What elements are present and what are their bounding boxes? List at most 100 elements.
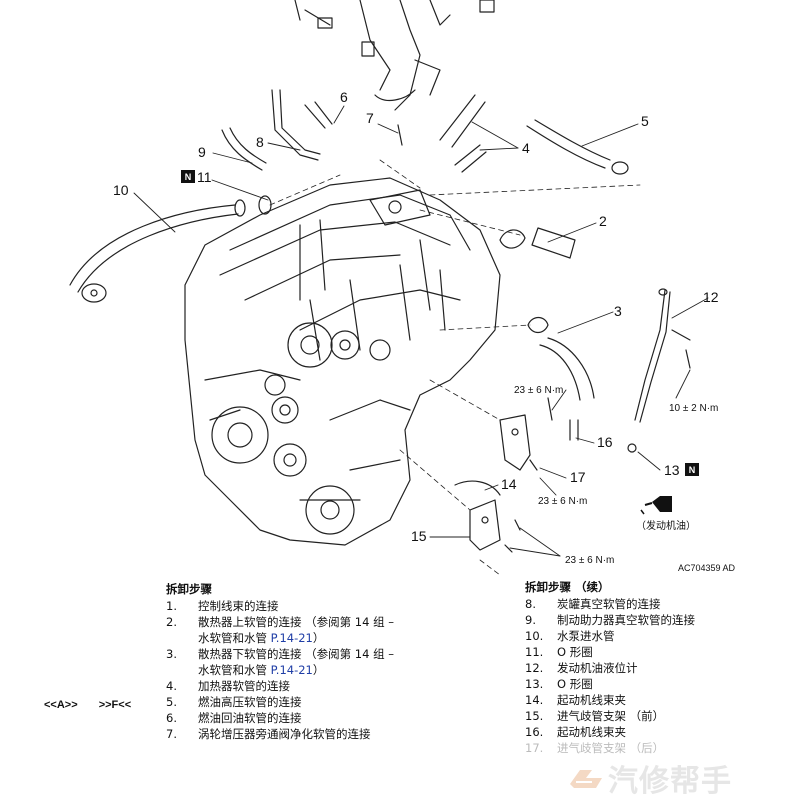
step-label: 控制线束的连接 [198,599,279,613]
callout-6: 6 [340,89,348,105]
step-number: 14. [525,693,544,707]
procedure-title: 拆卸步骤 [166,582,212,596]
step-label: 制动助力器真空软管的连接 [557,613,695,627]
watermark-text: 汽修帮手 [608,764,732,799]
callout-4: 4 [522,140,530,156]
figure-code: AC704359 AD [678,563,736,573]
step-number: 1. [166,599,177,613]
procedure-step: 9.制动助力器真空软管的连接 [525,612,735,628]
callout-3: 3 [614,303,622,319]
oil-can-icon [640,496,672,515]
step-label: 加热器软管的连接 [198,679,290,693]
service-marks: <<A>> >>F<< [44,699,149,711]
step-label-suffix: ） [312,631,325,645]
step-label: 水泵进水管 [557,629,615,643]
callout-10: 10 [113,182,129,198]
callout-17: 17 [570,469,586,485]
step-text: 加热器软管的连接 [198,678,396,694]
torque-spec-1: 23 ± 6 N·m [514,385,563,396]
callout-13: 13 [664,462,680,478]
page-reference-link[interactable]: P.14-21 [270,663,313,677]
procedure-step: 17. 进气歧管支架 （后） [525,740,735,756]
callout-12: 12 [703,289,719,305]
step-text: 燃油回油软管的连接 [198,710,396,726]
procedure-step: 7. 涡轮增压器旁通阀净化软管的连接 [166,726,396,742]
procedure-step: 6. 燃油回油软管的连接 [166,710,396,726]
step-label: 起动机线束夹 [557,725,626,739]
svg-text:N: N [689,465,696,475]
step-label: 发动机油液位计 [557,661,638,675]
step-text: O 形圈 [557,676,735,692]
step-text: 水泵进水管 [557,628,735,644]
step-text: O 形圈 [557,644,735,660]
callout-11: 11 [197,169,212,185]
procedure-step: 4. 加热器软管的连接 [166,678,396,694]
procedure-step: 15. 进气歧管支架 （前） [525,708,735,724]
mark-f: >>F<< [98,699,132,711]
step-number: 11. [525,645,544,659]
step-text: 起动机线束夹 [557,724,735,740]
svg-text:N: N [185,172,192,182]
step-text: 炭罐真空软管的连接 [557,596,735,612]
engine-exploded-diagram: N N 10 11 9 8 6 7 4 5 2 3 12 16 13 17 14… [69,0,736,576]
step-number: 15. [525,709,544,723]
step-label: 涡轮增压器旁通阀净化软管的连接 [198,727,371,741]
step-label: 散热器上软管的连接 （参阅第 14 组 – 水软管和水管 [198,615,395,645]
intake-manifold-brackets [469,397,553,553]
step-label: 进气歧管支架 （后） [557,741,665,755]
watermark: 汽修帮手 [566,756,732,800]
procedure-step: 13.O 形圈 [525,676,735,692]
callout-16: 16 [597,434,613,450]
step-label: 进气歧管支架 （前） [557,709,665,723]
callout-7: 7 [366,110,374,126]
step-number: 17. [525,741,544,755]
n-badge-right: N [685,463,699,476]
watermark-logo-icon [570,770,602,788]
callout-2: 2 [599,213,607,229]
page-reference-link[interactable]: P.14-21 [270,631,313,645]
step-number: 2. [166,615,177,629]
step-number: 7. [166,727,177,741]
step-number: 10. [525,629,544,643]
procedure-title-continued: 拆卸步骤 （续） [525,580,610,594]
step-text: 涡轮增压器旁通阀净化软管的连接 [198,726,396,742]
step-number: 6. [166,711,177,725]
step-text: 发动机油液位计 [557,660,735,676]
step-text: 燃油高压软管的连接 [198,694,396,710]
procedure-step: 12. 发动机油液位计 [525,660,735,676]
callout-5: 5 [641,113,649,129]
callout-9: 9 [198,144,206,160]
torque-spec-3: 23 ± 6 N·m [538,496,587,507]
step-number: 16. [525,725,544,739]
removal-steps-left: 拆卸步骤 1. 控制线束的连接 2. 散热器上软管的连接 （参阅第 14 组 – 水软… [166,581,396,742]
mark-a: <<A>> [44,699,78,711]
callout-15: 15 [411,528,427,544]
step-label: 散热器下软管的连接 （参阅第 14 组 – 水软管和水管 [198,647,395,677]
step-number: 4. [166,679,177,693]
hoses [69,89,629,496]
torque-spec-2: 10 ± 2 N·m [669,403,718,414]
procedure-step: 8.炭罐真空软管的连接 [525,596,735,612]
step-number: 3. [166,647,177,661]
step-label-suffix: ） [312,663,325,677]
procedure-step: 14. 起动机线束夹 [525,692,735,708]
step-text: 进气歧管支架 （前） [557,708,735,724]
step-number: 12. [525,661,544,675]
step-label: 燃油高压软管的连接 [198,695,302,709]
callout-14: 14 [501,476,517,492]
procedure-step: 5.燃油高压软管的连接 [166,694,396,710]
wire-harness [294,0,495,111]
step-label: 炭罐真空软管的连接 [557,597,661,611]
oil-note: （发动机油） [636,519,696,532]
procedure-step: 16. 起动机线束夹 [525,724,735,740]
step-text: 散热器上软管的连接 （参阅第 14 组 – 水软管和水管 P.14-21） [198,614,396,646]
procedure-step: 10. 水泵进水管 [525,628,735,644]
callout-8: 8 [256,134,264,150]
step-label: O 形圈 [557,645,593,659]
step-label: 起动机线束夹 [557,693,626,707]
step-text: 进气歧管支架 （后） [557,740,735,756]
procedure-step: 2. 散热器上软管的连接 （参阅第 14 组 – 水软管和水管 P.14-21） [166,614,396,646]
procedure-step: 11. O 形圈 [525,644,735,660]
step-label: O 形圈 [557,677,593,691]
